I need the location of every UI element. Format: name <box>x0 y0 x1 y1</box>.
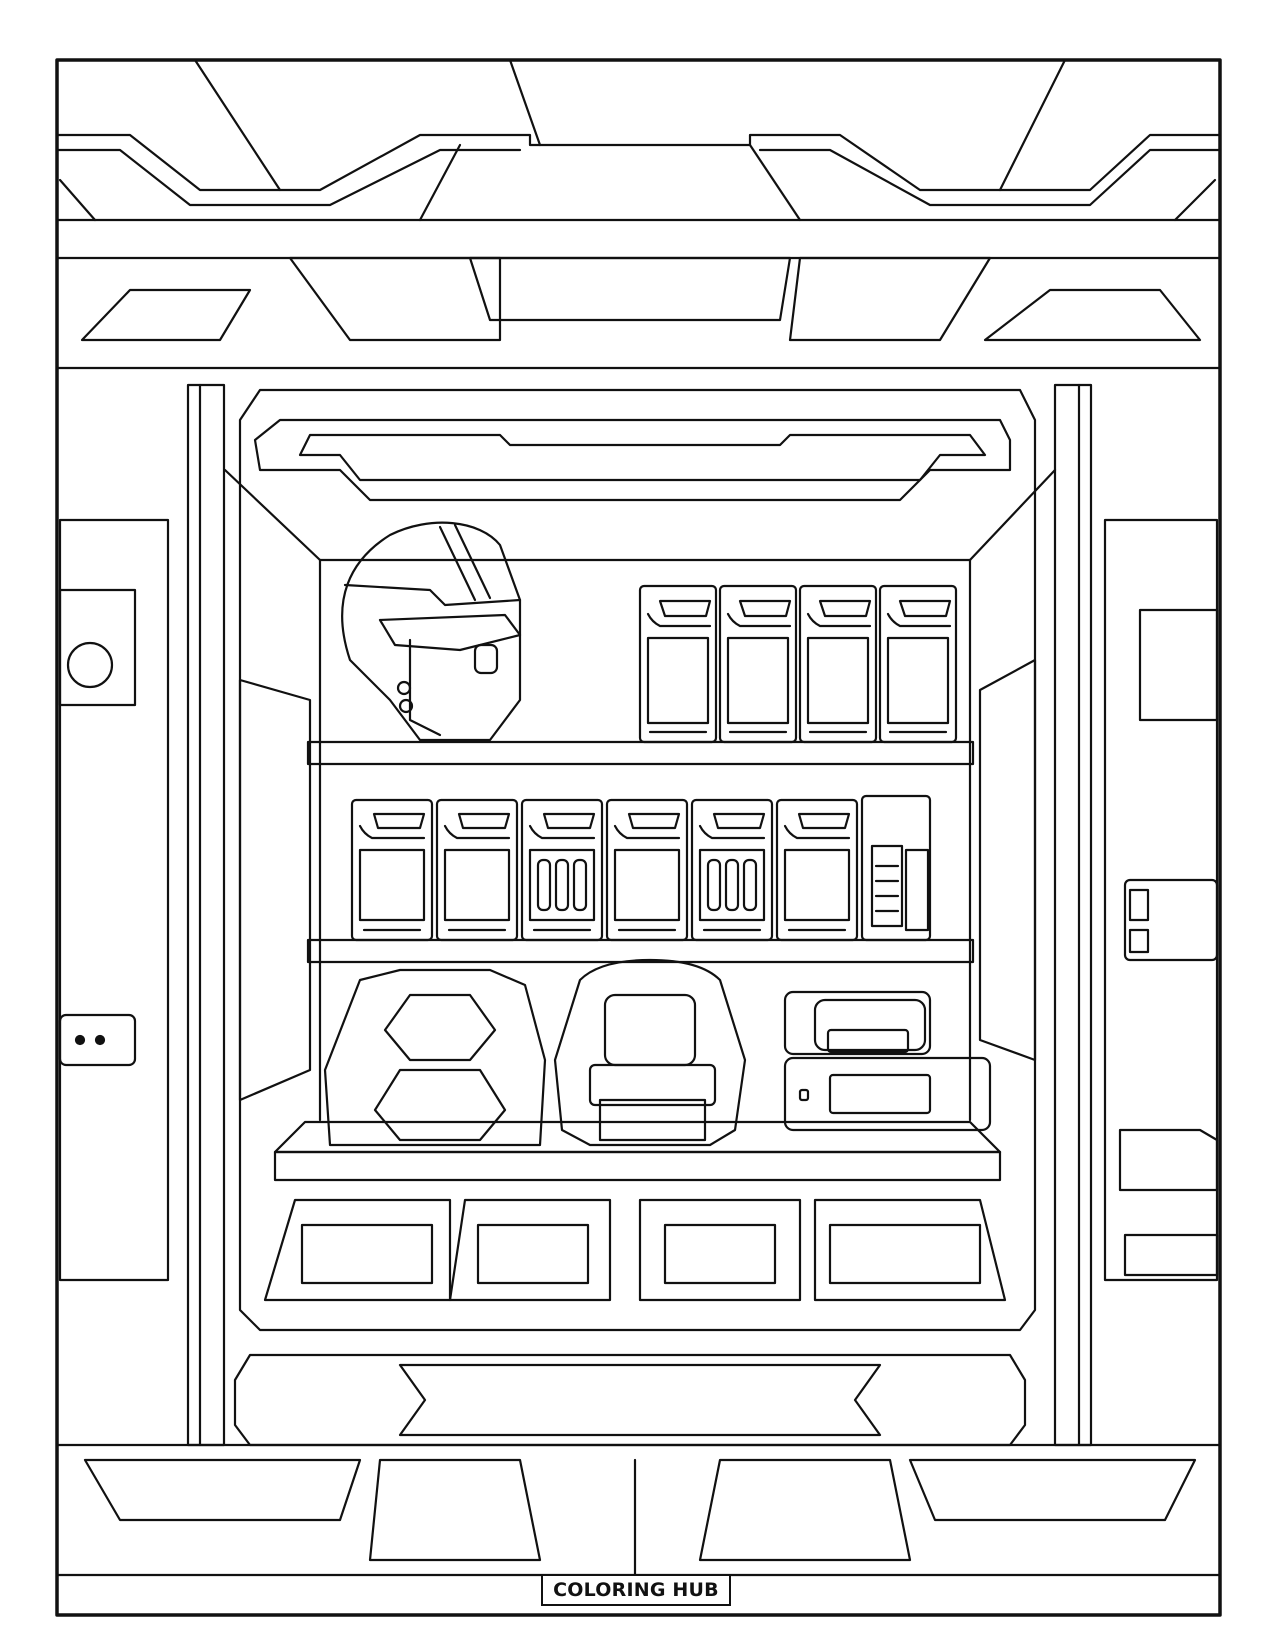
ceiling <box>57 60 1220 368</box>
floor-vents <box>265 1200 1005 1300</box>
armor-vest <box>325 970 545 1145</box>
floor <box>57 1460 1220 1575</box>
backpack <box>555 960 745 1145</box>
locker-frame <box>225 390 1055 1330</box>
left-wall <box>60 520 168 1280</box>
top-canisters <box>640 586 956 742</box>
helmet <box>342 523 520 740</box>
coloring-hub-badge: COLORING HUB <box>541 1574 731 1606</box>
equipment-case <box>785 992 990 1130</box>
page-border <box>57 60 1220 1615</box>
shelves <box>275 742 1000 1180</box>
middle-canisters <box>352 796 930 940</box>
right-wall <box>1105 520 1217 1280</box>
bottom-panel <box>57 1355 1220 1445</box>
